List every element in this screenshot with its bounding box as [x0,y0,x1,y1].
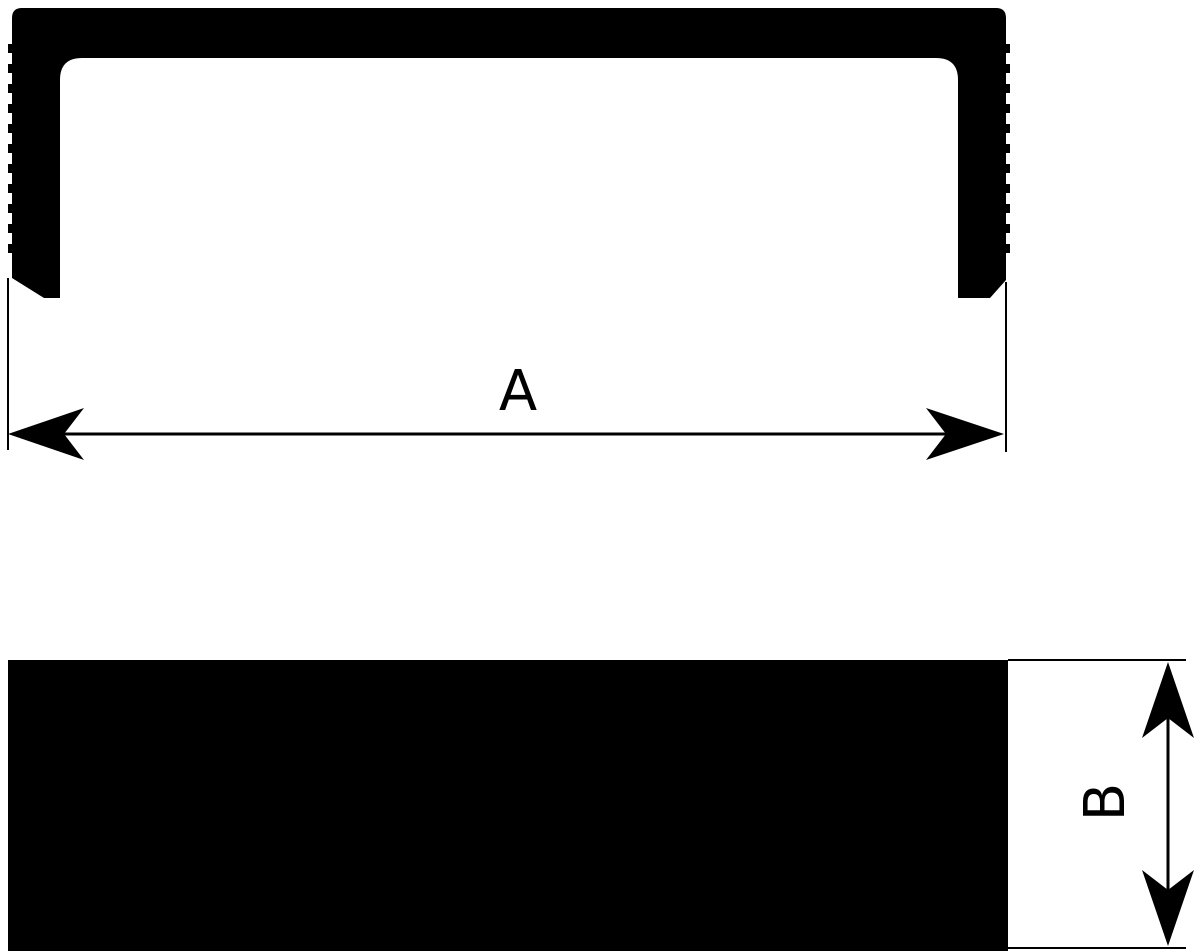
fin [1002,164,1010,173]
fin [8,84,16,93]
fin [8,124,16,133]
extrusion-profile [8,8,1010,298]
fin [8,244,16,253]
fin [8,64,16,73]
fin [1002,244,1010,253]
fin [1002,64,1010,73]
fin [1002,84,1010,93]
fin [8,224,16,233]
arrowhead-top [1142,662,1194,738]
fin [1002,204,1010,213]
fin [8,164,16,173]
fin [1002,184,1010,193]
fin [8,104,16,113]
dimension-label-b: B [1073,783,1138,821]
fin [8,204,16,213]
fin [1002,104,1010,113]
fin [8,44,16,53]
fin [8,184,16,193]
fin [8,144,16,153]
dimension-label-a: A [499,359,537,424]
right-fins [1002,44,1010,253]
profile-side-view [8,660,1008,951]
dimension-b: B [1008,659,1194,949]
arrowhead-bottom [1142,870,1194,946]
arrowhead-left [8,408,84,460]
dimension-a: A [7,278,1007,460]
fin [1002,44,1010,53]
fin [1002,144,1010,153]
profile-body [12,8,1006,298]
left-fins [8,44,16,253]
arrowhead-right [926,408,1004,460]
fin [1002,124,1010,133]
fin [1002,224,1010,233]
